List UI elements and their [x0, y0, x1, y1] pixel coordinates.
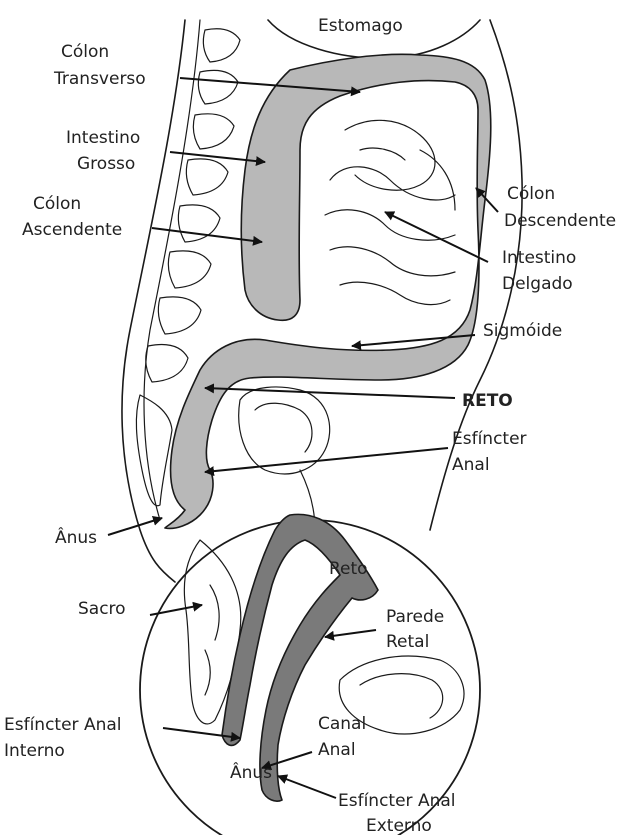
- intestine-coil: [360, 148, 405, 160]
- vertebra: [146, 345, 188, 383]
- small-intestine: [325, 120, 455, 304]
- label-canal-anal-2: Anal: [318, 740, 356, 760]
- vertebra: [168, 251, 211, 288]
- label-intestino-grosso-2: Grosso: [77, 154, 135, 174]
- arrow-esfincter-anal: [205, 448, 448, 472]
- label-esf-externo-2: Externo: [366, 816, 432, 835]
- label-anus-main: Ânus: [55, 526, 97, 548]
- vertebra: [193, 114, 234, 149]
- sacrum-main: [136, 395, 172, 506]
- colon-shape: [165, 54, 491, 528]
- label-intestino-delgado-2: Delgado: [502, 274, 573, 294]
- label-esfincter-anal-1: Esfíncter: [452, 429, 527, 449]
- arrow-anus: [108, 518, 162, 535]
- label-colon-transverso-1: Cólon: [61, 42, 109, 62]
- label-colon-ascendente-2: Ascendente: [22, 220, 122, 240]
- label-parede-retal-2: Retal: [386, 632, 429, 652]
- label-sacro: Sacro: [78, 599, 126, 619]
- vertebra: [198, 70, 238, 104]
- label-reto-main: RETO: [462, 391, 513, 411]
- label-colon-descendente-1: Cólon: [507, 184, 555, 204]
- label-intestino-delgado-1: Intestino: [502, 248, 576, 268]
- arrow-intestino-delgado: [385, 212, 488, 262]
- label-canal-anal-1: Canal: [318, 714, 366, 734]
- label-esfincter-anal-2: Anal: [452, 455, 490, 475]
- intestine-coil: [330, 247, 455, 276]
- label-colon-transverso-2: Transverso: [53, 69, 146, 89]
- label-esf-externo-1: Esfíncter Anal: [338, 791, 456, 811]
- label-reto-inset: Reto: [329, 559, 368, 579]
- intestine-coil: [420, 150, 455, 210]
- vertebra: [186, 159, 228, 195]
- vertebra: [203, 29, 240, 62]
- bladder-inner: [255, 403, 312, 452]
- label-sigmoide: Sigmóide: [483, 321, 562, 341]
- intestine-coil: [330, 167, 455, 200]
- label-esf-interno-2: Interno: [4, 741, 65, 761]
- label-estomago: Estomago: [318, 16, 403, 36]
- label-intestino-grosso-1: Intestino: [66, 128, 140, 148]
- label-esf-interno-1: Esfíncter Anal: [4, 715, 122, 735]
- intestine-coil: [340, 282, 450, 304]
- label-parede-retal-1: Parede: [386, 607, 444, 627]
- vertebra: [158, 297, 201, 334]
- label-anus-inset: Ânus: [230, 761, 272, 783]
- label-colon-descendente-2: Descendente: [504, 211, 616, 231]
- label-colon-ascendente-1: Cólon: [33, 194, 81, 214]
